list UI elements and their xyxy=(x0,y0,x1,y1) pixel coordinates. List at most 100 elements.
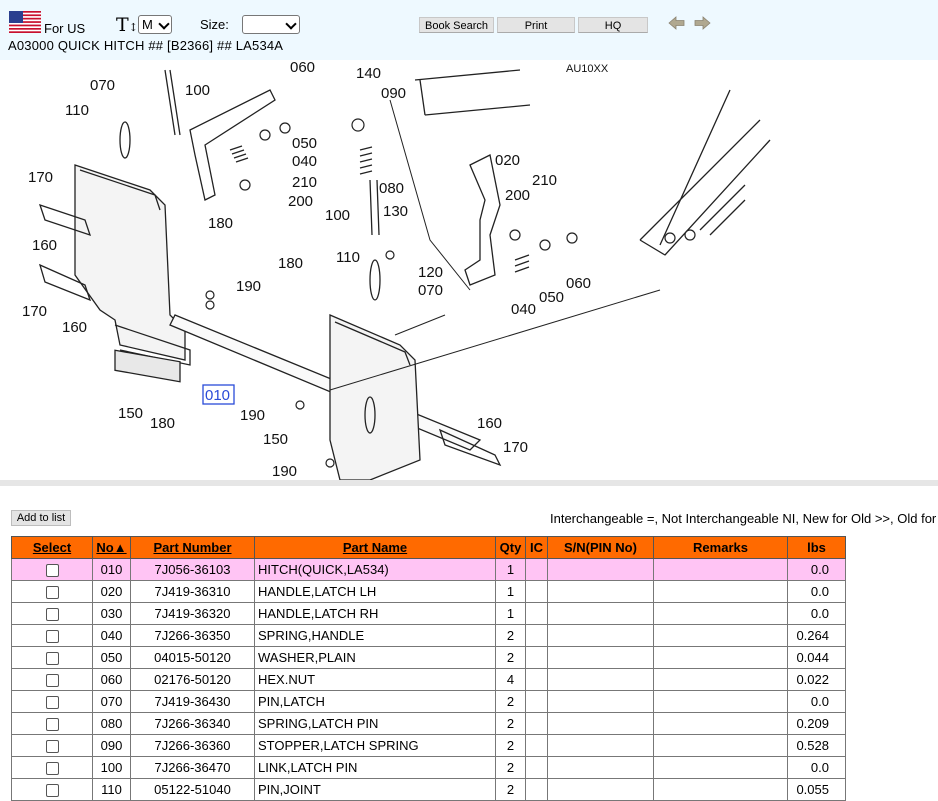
row-select-cell xyxy=(11,734,93,757)
text-size-icon: T↕ xyxy=(116,14,138,36)
row-no: 010 xyxy=(92,558,131,581)
section-divider xyxy=(0,480,938,486)
svg-text:020: 020 xyxy=(495,152,520,169)
row-qty: 2 xyxy=(495,712,526,735)
row-lbs: 0.209 xyxy=(787,712,846,735)
table-header-row: Select No▲ Part Number Part Name Qty IC … xyxy=(11,536,846,559)
row-checkbox[interactable] xyxy=(45,740,59,754)
svg-text:100: 100 xyxy=(185,82,210,99)
row-select-cell xyxy=(11,712,93,735)
row-ic xyxy=(525,756,548,779)
text-size-select[interactable]: M xyxy=(138,15,172,34)
row-select-cell xyxy=(11,756,93,779)
svg-text:AU10XX: AU10XX xyxy=(566,63,609,75)
svg-text:040: 040 xyxy=(292,153,317,170)
size-select[interactable] xyxy=(242,15,300,34)
region-label: For US xyxy=(44,21,86,36)
row-ic xyxy=(525,668,548,691)
row-remarks xyxy=(653,778,788,801)
col-part-name[interactable]: Part Name xyxy=(254,536,496,559)
col-sn: S/N(PIN No) xyxy=(547,536,654,559)
row-qty: 2 xyxy=(495,624,526,647)
row-qty: 1 xyxy=(495,580,526,603)
book-search-button[interactable]: Book Search xyxy=(419,17,494,33)
svg-text:010: 010 xyxy=(205,387,230,404)
svg-text:070: 070 xyxy=(90,77,115,94)
row-remarks xyxy=(653,646,788,669)
svg-text:170: 170 xyxy=(28,169,53,186)
row-ic xyxy=(525,558,548,581)
svg-text:090: 090 xyxy=(381,85,406,102)
row-qty: 2 xyxy=(495,778,526,801)
us-flag-icon[interactable] xyxy=(9,11,41,33)
row-checkbox[interactable] xyxy=(45,586,59,600)
row-select-cell xyxy=(11,602,93,625)
row-checkbox[interactable] xyxy=(45,564,59,578)
row-lbs: 0.0 xyxy=(787,602,846,625)
row-remarks xyxy=(653,580,788,603)
row-qty: 1 xyxy=(495,558,526,581)
row-lbs: 0.0 xyxy=(787,580,846,603)
row-qty: 2 xyxy=(495,690,526,713)
row-checkbox[interactable] xyxy=(45,630,59,644)
row-no: 070 xyxy=(92,690,131,713)
row-part-name: STOPPER,LATCH SPRING xyxy=(254,734,496,757)
svg-text:060: 060 xyxy=(566,275,591,292)
row-ic xyxy=(525,580,548,603)
row-ic xyxy=(525,624,548,647)
svg-text:080: 080 xyxy=(379,180,404,197)
svg-text:140: 140 xyxy=(356,65,381,82)
highlight-010-box[interactable] xyxy=(202,384,235,405)
row-checkbox[interactable] xyxy=(45,674,59,688)
row-qty: 2 xyxy=(495,646,526,669)
svg-text:200: 200 xyxy=(288,193,313,210)
row-sn xyxy=(547,580,654,603)
add-to-list-button[interactable]: Add to list xyxy=(11,510,71,526)
row-part-number: 7J266-36360 xyxy=(130,734,255,757)
forward-arrow-icon[interactable] xyxy=(694,16,711,30)
row-remarks xyxy=(653,624,788,647)
col-select[interactable]: Select xyxy=(11,536,93,559)
row-lbs: 0.264 xyxy=(787,624,846,647)
svg-text:180: 180 xyxy=(278,255,303,272)
row-part-number: 02176-50120 xyxy=(130,668,255,691)
row-lbs: 0.055 xyxy=(787,778,846,801)
row-qty: 4 xyxy=(495,668,526,691)
row-checkbox[interactable] xyxy=(45,718,59,732)
row-no: 030 xyxy=(92,602,131,625)
back-arrow-icon[interactable] xyxy=(668,16,685,30)
row-no: 040 xyxy=(92,624,131,647)
row-checkbox[interactable] xyxy=(45,696,59,710)
row-part-name: SPRING,LATCH PIN xyxy=(254,712,496,735)
row-sn xyxy=(547,646,654,669)
col-no[interactable]: No▲ xyxy=(92,536,131,559)
row-remarks xyxy=(653,668,788,691)
row-checkbox[interactable] xyxy=(45,652,59,666)
row-checkbox[interactable] xyxy=(45,784,59,798)
row-checkbox[interactable] xyxy=(45,608,59,622)
col-part-number[interactable]: Part Number xyxy=(130,536,255,559)
row-part-number: 7J419-36310 xyxy=(130,580,255,603)
row-select-cell xyxy=(11,778,93,801)
hq-button[interactable]: HQ xyxy=(578,17,648,33)
row-part-number: 05122-51040 xyxy=(130,778,255,801)
print-button[interactable]: Print xyxy=(497,17,575,33)
row-checkbox[interactable] xyxy=(45,762,59,776)
row-select-cell xyxy=(11,580,93,603)
row-qty: 1 xyxy=(495,602,526,625)
row-sn xyxy=(547,756,654,779)
row-ic xyxy=(525,734,548,757)
row-remarks xyxy=(653,602,788,625)
